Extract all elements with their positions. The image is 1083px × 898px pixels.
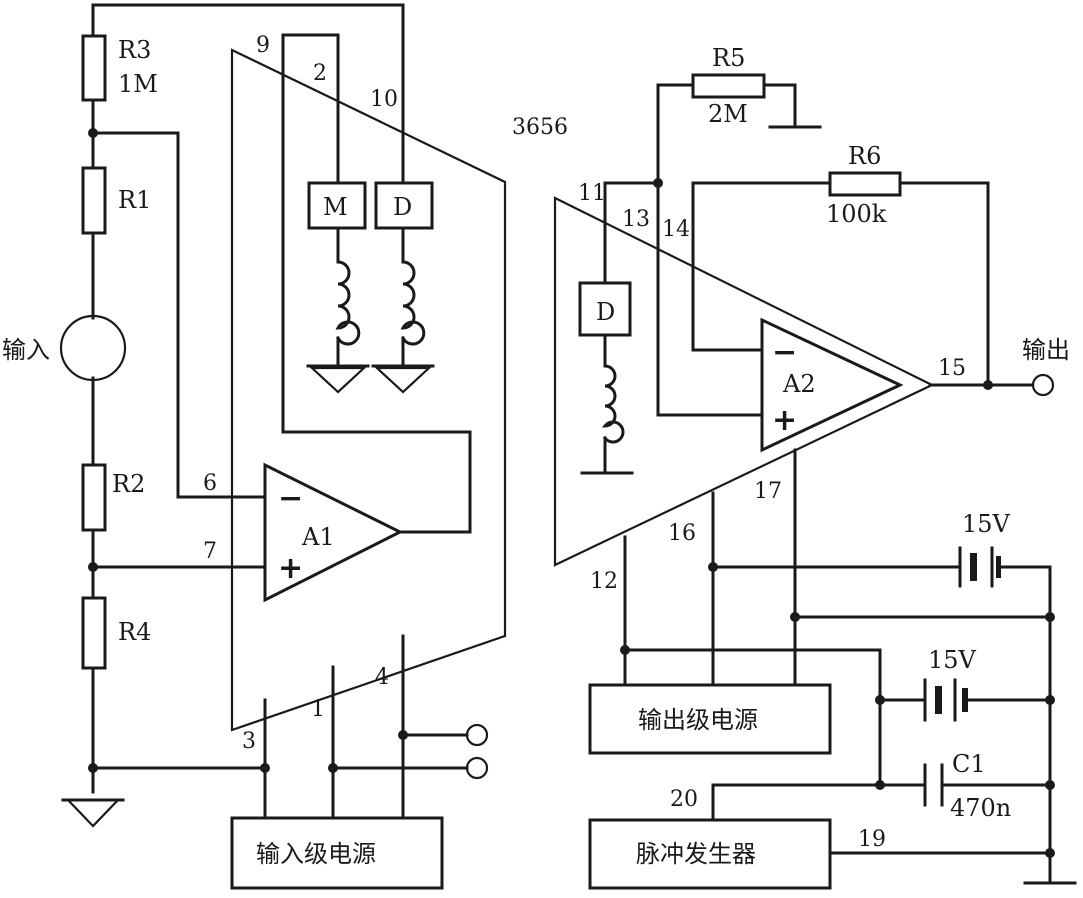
- block-d-label: D: [393, 193, 412, 221]
- r4-label: R4: [118, 618, 151, 646]
- pin-15: 15: [938, 356, 966, 381]
- input-chip-outline: [230, 48, 507, 732]
- coil-icon: [601, 364, 625, 444]
- output-chip-outline: [553, 196, 935, 567]
- resistor-r6: [828, 171, 902, 197]
- pin-20: 20: [670, 787, 698, 812]
- pin-12: 12: [590, 569, 618, 594]
- pin-17: 17: [754, 479, 782, 504]
- a1-minus: −: [278, 481, 303, 516]
- terminal-icon[interactable]: [465, 756, 489, 780]
- resistor-r3: [81, 34, 107, 102]
- ground-icon: [306, 364, 370, 394]
- a1-label: A1: [301, 523, 335, 551]
- output-label: 输出: [1022, 336, 1070, 364]
- output-power-box: [588, 683, 832, 755]
- chip-label: 3656: [512, 115, 568, 140]
- input-stage-wiring: [61, 3, 472, 828]
- resistor-r1: [81, 166, 107, 235]
- r6-label: R6: [848, 142, 881, 170]
- terminal-icon[interactable]: [465, 723, 489, 747]
- input-power-label: 输入级电源: [256, 840, 376, 868]
- pin-14: 14: [662, 217, 690, 242]
- detector-block-d: [374, 181, 434, 230]
- block-m-label: M: [323, 193, 348, 221]
- resistor-r2: [81, 463, 107, 532]
- resistor-r4: [81, 596, 107, 670]
- battery-top-label: 15V: [962, 510, 1011, 538]
- a2-label: A2: [782, 370, 816, 398]
- pin-16: 16: [668, 521, 696, 546]
- a1-plus: +: [278, 551, 303, 586]
- output-terminal-icon[interactable]: [1031, 373, 1055, 397]
- coil-icon: [400, 260, 426, 346]
- pulse-generator-box: [588, 818, 832, 890]
- pin-2: 2: [313, 61, 327, 86]
- battery-bottom-label: 15V: [928, 646, 977, 674]
- c1-label: C1: [952, 750, 986, 778]
- pin-6: 6: [203, 471, 217, 496]
- pulse-generator-label: 脉冲发生器: [636, 840, 756, 868]
- pin-9: 9: [256, 33, 270, 58]
- r3-label: R3: [118, 36, 151, 64]
- capacitor-icon: [923, 763, 944, 807]
- pin-7: 7: [203, 539, 217, 564]
- output-stage-wiring: [580, 83, 1077, 885]
- a2-minus: −: [772, 335, 797, 370]
- amplifier-a1: [263, 462, 404, 603]
- pin-1: 1: [311, 697, 325, 722]
- resistor-r5: [691, 73, 766, 99]
- output-power-label: 输出级电源: [638, 706, 758, 734]
- pin-19: 19: [858, 827, 886, 852]
- r1-label: R1: [118, 186, 151, 214]
- ground-icon: [371, 364, 435, 394]
- pin-10: 10: [370, 87, 398, 112]
- block-d2-label: D: [596, 298, 615, 326]
- r6-value: 100k: [826, 200, 887, 228]
- battery-icon: [923, 678, 968, 722]
- pin-3: 3: [242, 729, 256, 754]
- input-source-icon: [59, 314, 127, 382]
- input-label: 输入: [2, 336, 50, 364]
- r5-label: R5: [712, 44, 745, 72]
- coil-icon: [335, 260, 361, 346]
- battery-icon: [958, 546, 1001, 588]
- c1-value: 470n: [950, 794, 1011, 822]
- r3-value: 1M: [118, 70, 158, 98]
- detector-block-d: [578, 281, 632, 337]
- a2-plus: +: [772, 403, 797, 438]
- r5-value: 2M: [708, 100, 748, 128]
- pin-11: 11: [578, 181, 606, 206]
- r2-label: R2: [112, 470, 145, 498]
- pin-4: 4: [375, 665, 389, 690]
- input-power-box: [230, 816, 444, 890]
- amplifier-a2: [760, 317, 904, 453]
- motor-block-m: [307, 181, 367, 230]
- pin-13: 13: [622, 207, 650, 232]
